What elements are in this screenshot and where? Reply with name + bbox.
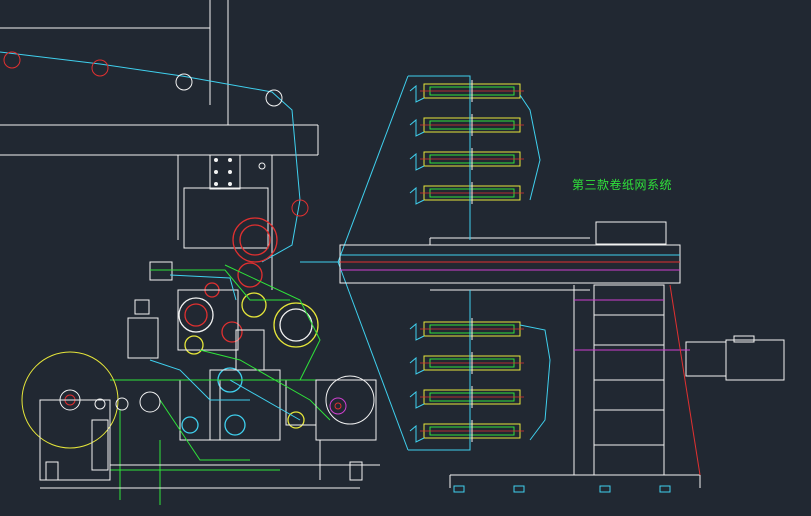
bottom-stack-roller <box>409 386 524 409</box>
green-linkage <box>110 264 331 505</box>
bolt-pattern <box>214 158 266 186</box>
bottom-stack-roller <box>409 318 524 341</box>
fan-lines <box>300 75 409 451</box>
top-stack-roller <box>409 114 524 137</box>
annotation-label: 第三款卷纸网系统 <box>572 178 673 192</box>
top-rollers <box>3 51 309 217</box>
rewind-unit <box>315 375 377 480</box>
dryer-cylinders <box>178 217 319 436</box>
roller-stack-bottom <box>409 318 524 443</box>
bottom-stack-roller <box>409 352 524 375</box>
roller-stack-top <box>409 80 524 205</box>
red-drive-line <box>669 284 701 476</box>
right-frame <box>449 284 785 488</box>
top-stack-roller <box>409 80 524 103</box>
feet <box>453 485 671 493</box>
felt-line <box>0 51 301 263</box>
top-stack-roller <box>409 182 524 205</box>
main-arm <box>339 221 681 291</box>
unwind-stand <box>21 299 380 489</box>
cyan-piping <box>149 274 301 421</box>
upper-frame <box>0 0 319 290</box>
bottom-stack-roller <box>409 420 524 443</box>
top-stack-roller <box>409 148 524 171</box>
cyan-web-path <box>408 75 551 451</box>
